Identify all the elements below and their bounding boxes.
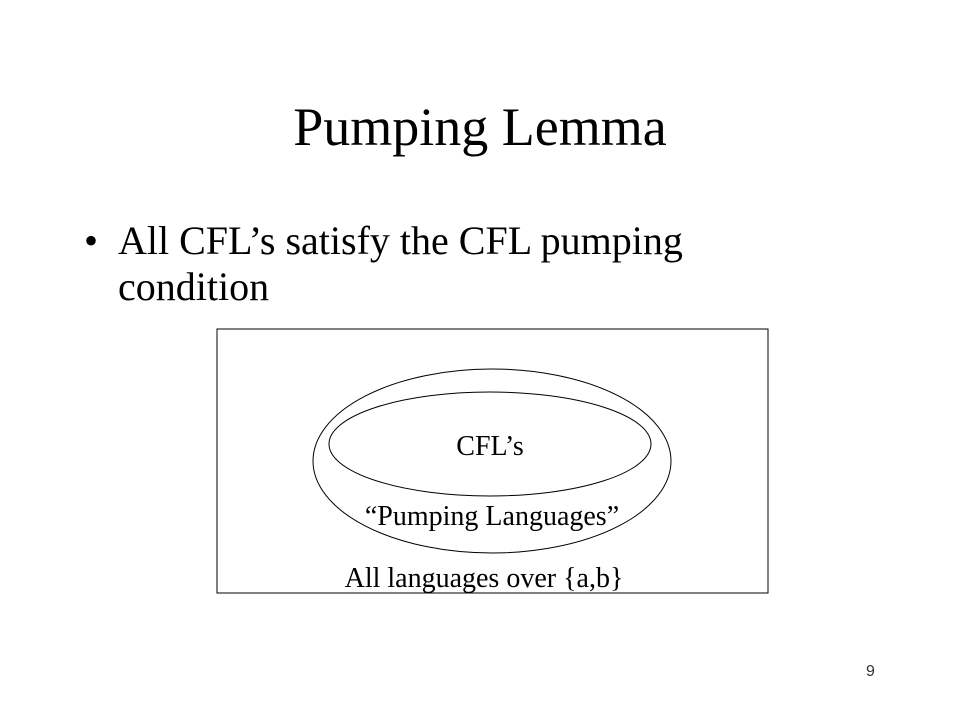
all-languages-box — [216, 328, 769, 594]
pumping-languages-label: “Pumping Languages” — [365, 501, 619, 532]
page-number: 9 — [866, 663, 875, 680]
pumping-languages-ellipse — [312, 368, 672, 554]
all-languages-label: All languages over {a,b} — [345, 563, 624, 594]
cfl-label: CFL’s — [456, 431, 523, 462]
bullet-dot-icon: • — [84, 218, 99, 263]
slide-title: Pumping Lemma — [293, 97, 667, 157]
bullet-item: • All CFL’s satisfy the CFL pumping cond… — [78, 218, 798, 310]
cfl-ellipse — [328, 391, 652, 497]
bullet-text: All CFL’s satisfy the CFL pumping condit… — [118, 218, 683, 309]
bullet-list: • All CFL’s satisfy the CFL pumping cond… — [78, 218, 798, 310]
